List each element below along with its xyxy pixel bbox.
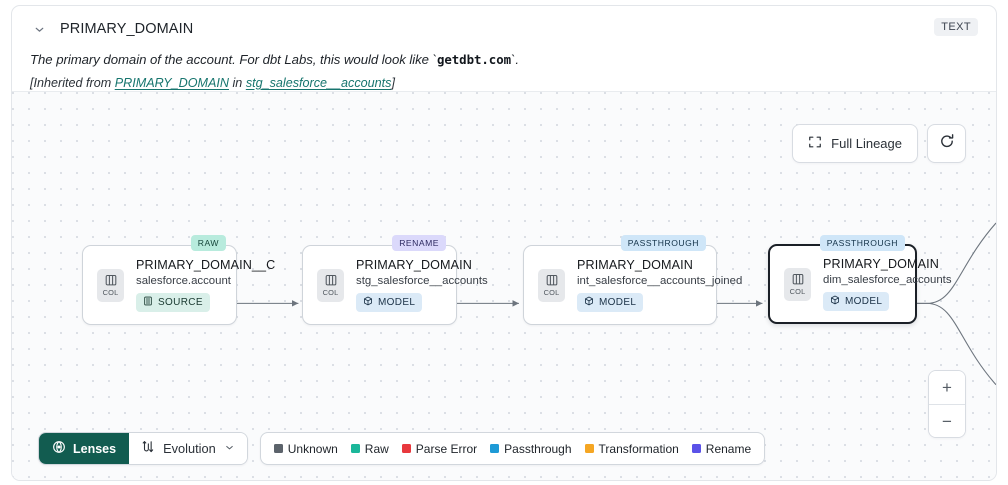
node-body: PRIMARY_DOMAIN int_salesforce__accounts_… (577, 258, 742, 312)
zoom-out-button[interactable]: − (929, 404, 965, 437)
inherited-model-link[interactable]: stg_salesforce__accounts (245, 76, 392, 90)
node-body: PRIMARY_DOMAIN dim_salesforce_accounts M… (823, 257, 952, 311)
legend-swatch-unknown (273, 444, 283, 453)
legend-swatch-transformation (584, 444, 594, 453)
col-badge-label: COL (789, 286, 806, 296)
node-kind-label: MODEL (599, 297, 637, 308)
cube-icon (830, 295, 840, 308)
col-badge-label: COL (322, 287, 339, 297)
evolution-dropdown[interactable]: Evolution (129, 433, 247, 464)
legend-swatch-passthrough (490, 444, 500, 453)
inherited-prefix: [Inherited from (30, 76, 115, 90)
legend-item: Transformation (584, 441, 679, 456)
legend-label: Unknown (287, 441, 338, 456)
col-icon: COL (784, 267, 811, 301)
evolution-icon (141, 440, 155, 458)
refresh-button[interactable] (927, 124, 966, 163)
description-text: The primary domain of the account. For d… (30, 52, 437, 67)
cube-icon (363, 296, 373, 309)
full-lineage-button[interactable]: Full Lineage (792, 124, 918, 163)
node-kind-badge: SOURCE (136, 293, 210, 312)
database-icon (143, 296, 153, 309)
column-detail-panel: PRIMARY_DOMAIN TEXT The primary domain o… (11, 5, 997, 481)
legend-label: Rename (705, 441, 752, 456)
inherited-from-note: [Inherited from PRIMARY_DOMAIN in stg_sa… (30, 76, 978, 90)
expand-brackets-icon (808, 135, 822, 152)
node-table-name: salesforce.account (136, 275, 231, 287)
lineage-node[interactable]: RENAME COL PRIMARY_DOMAIN stg_salesforce… (302, 235, 488, 325)
legend-label: Transformation (598, 441, 679, 456)
node-kind-badge: MODEL (577, 293, 644, 312)
legend-swatch-raw (350, 444, 360, 453)
node-table-name: int_salesforce__accounts_joined (577, 275, 743, 287)
legend-item: Raw (350, 441, 389, 456)
lineage-node[interactable]: RAW COL PRIMARY_DOMAIN__C salesforce.acc… (82, 235, 275, 325)
node-lineage-tag: PASSTHROUGH (620, 235, 706, 251)
node-kind-badge: MODEL (356, 293, 423, 312)
lineage-legend: Unknown Raw Parse Error Passthrough (259, 432, 766, 465)
node-table-name: dim_salesforce_accounts (823, 274, 952, 286)
zoom-controls: + − (928, 370, 966, 438)
node-kind-badge: MODEL (823, 292, 890, 311)
cube-icon (584, 296, 594, 309)
node-column-name: PRIMARY_DOMAIN (356, 258, 472, 272)
inherited-column-link[interactable]: PRIMARY_DOMAIN (114, 76, 229, 90)
legend-item: Rename (691, 441, 752, 456)
lenses-evolution-group: Lenses Evolution (38, 432, 248, 465)
evolution-label: Evolution (163, 441, 216, 456)
node-column-name: PRIMARY_DOMAIN (577, 258, 693, 272)
node-lineage-tag: PASSTHROUGH (819, 235, 905, 251)
description-code: getdbt.com (436, 52, 512, 67)
column-type-badge: TEXT (934, 18, 978, 36)
legend-label: Parse Error (415, 441, 478, 456)
chevron-down-icon[interactable] (30, 20, 48, 38)
col-badge-label: COL (543, 287, 560, 297)
full-lineage-label: Full Lineage (831, 136, 902, 151)
zoom-in-button[interactable]: + (929, 371, 965, 404)
lenses-label: Lenses (73, 441, 117, 456)
col-icon: COL (97, 268, 124, 302)
col-icon: COL (317, 268, 344, 302)
chevron-down-icon (224, 441, 235, 456)
col-badge-label: COL (102, 287, 119, 297)
node-kind-label: MODEL (845, 296, 883, 307)
inherited-mid: in (229, 76, 246, 90)
legend-item: Parse Error (401, 441, 478, 456)
inherited-suffix: ] (391, 76, 395, 90)
legend-item: Unknown (273, 441, 338, 456)
legend-item: Passthrough (490, 441, 572, 456)
node-body: PRIMARY_DOMAIN stg_salesforce__accounts … (356, 258, 488, 312)
lineage-node[interactable]: PASSTHROUGH COL PRIMARY_DOMAIN int_sales… (523, 235, 742, 325)
lineage-canvas[interactable]: Full Lineage RAW (12, 91, 996, 480)
node-body: PRIMARY_DOMAIN__C salesforce.account SOU… (136, 258, 275, 312)
canvas-bottom-bar: Lenses Evolution (38, 432, 766, 465)
lenses-button[interactable]: Lenses (39, 433, 130, 464)
node-lineage-tag: RAW (190, 235, 226, 251)
node-lineage-tag: RENAME (392, 235, 446, 251)
node-column-name: PRIMARY_DOMAIN (823, 257, 939, 271)
node-table-name: stg_salesforce__accounts (356, 275, 488, 287)
lineage-node-selected[interactable]: PASSTHROUGH COL PRIMARY_DOMAIN dim_sales… (768, 235, 952, 324)
node-column-name: PRIMARY_DOMAIN__C (136, 258, 276, 272)
refresh-icon (939, 133, 955, 154)
description-text-suffix: `. (511, 52, 520, 67)
legend-label: Passthrough (504, 441, 572, 456)
legend-swatch-rename (691, 444, 701, 453)
legend-swatch-parse-error (401, 444, 411, 453)
legend-label: Raw (364, 441, 389, 456)
col-icon: COL (538, 268, 565, 302)
panel-header: PRIMARY_DOMAIN TEXT The primary domain o… (12, 6, 996, 90)
canvas-top-controls: Full Lineage (792, 124, 966, 163)
header-title-row: PRIMARY_DOMAIN (30, 16, 978, 42)
lens-icon (52, 440, 66, 457)
node-kind-label: SOURCE (158, 297, 203, 308)
column-description: The primary domain of the account. For d… (30, 52, 978, 67)
page-title: PRIMARY_DOMAIN (60, 21, 194, 37)
node-kind-label: MODEL (378, 297, 416, 308)
